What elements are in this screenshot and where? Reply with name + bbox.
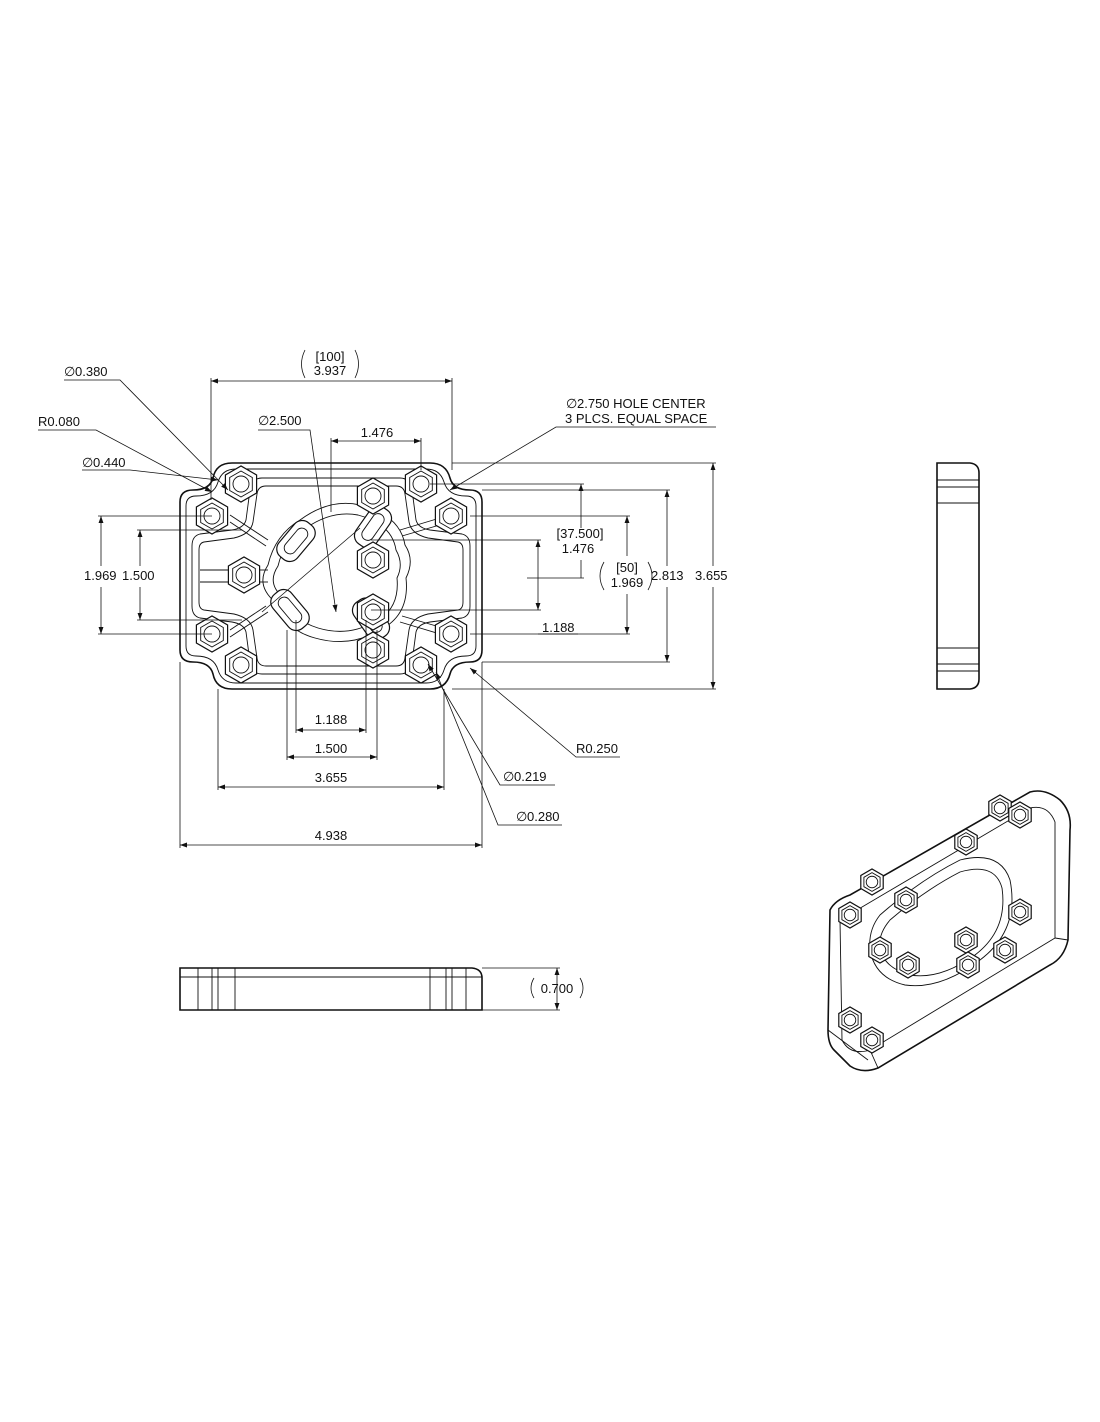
dim-bottom-4938: 4.938 [315, 828, 348, 843]
bolt-hole [901, 958, 915, 972]
dim-bottom-1188: 1.188 [315, 712, 348, 727]
bolt-hole [442, 625, 460, 643]
bolt-hole [1013, 905, 1027, 919]
front-view: 0.700 [179, 967, 584, 1011]
dim-left-1500: 1.500 [122, 568, 155, 583]
dim-top-1476: 1.476 [361, 425, 394, 440]
bolt-hole [232, 475, 250, 493]
bolt-hole [865, 1033, 879, 1047]
dim-hole-center-line2: 3 PLCS. EQUAL SPACE [565, 411, 708, 426]
dim-r-0250: R0.250 [576, 741, 618, 756]
top-view [179, 462, 483, 690]
dim-thickness: 0.700 [541, 981, 574, 996]
hex-bosses [195, 465, 468, 684]
diameter-symbol: ∅ [503, 769, 514, 784]
diameter-symbol: ∅ [82, 455, 93, 470]
bolt-hole [873, 943, 887, 957]
dim-bottom-3655: 3.655 [315, 770, 348, 785]
dim-right-2813: 2.813 [651, 568, 684, 583]
dim-dia-2500: 2.500 [269, 413, 302, 428]
bolt-hole [865, 875, 879, 889]
bolt-hole [364, 641, 382, 659]
diameter-symbol: ∅ [64, 364, 75, 379]
dim-top-width-in: 3.937 [314, 363, 347, 378]
dim-dia-0280: 0.280 [527, 809, 560, 824]
diameter-symbol: ∅ [566, 396, 577, 411]
dim-hole-center-line1: 2.750 HOLE CENTER [577, 396, 706, 411]
plate-outline [179, 462, 483, 690]
bolt-hole [235, 566, 253, 584]
dim-dia-0219: 0.219 [514, 769, 547, 784]
bolt-hole [961, 958, 975, 972]
bolt-hole [899, 893, 913, 907]
dim-r-0080: R0.080 [38, 414, 80, 429]
dim-right-50: [50] [616, 560, 638, 575]
inner-pocket [191, 477, 471, 675]
bolt-hole [442, 507, 460, 525]
bolt-hole [843, 1013, 857, 1027]
bolt-hole [364, 603, 382, 621]
diameter-symbol: ∅ [258, 413, 269, 428]
dim-dia-0440: 0.440 [93, 455, 126, 470]
bolt-hole [364, 487, 382, 505]
iso-hex-bosses [838, 794, 1032, 1054]
bolt-hole [364, 551, 382, 569]
side-view [936, 462, 980, 690]
dim-left-1969: 1.969 [84, 568, 117, 583]
diameter-symbol: ∅ [516, 809, 527, 824]
bolt-hole [232, 656, 250, 674]
isometric-view [827, 790, 1072, 1072]
dim-top-width-mm: [100] [316, 349, 345, 364]
bolt-hole [1013, 808, 1027, 822]
bolt-hole [843, 908, 857, 922]
dim-right-1476: 1.476 [562, 541, 595, 556]
bolt-hole [959, 835, 973, 849]
dim-right-3655: 3.655 [695, 568, 728, 583]
bolt-hole [412, 475, 430, 493]
dimension-labels: [100] 3.937 ∅ 0.380 R0.080 ∅ 0.440 ∅ 2.5… [38, 349, 728, 843]
dim-right-1188: 1.188 [542, 620, 575, 635]
dim-right-1969: 1.969 [611, 575, 644, 590]
dimension-lines [38, 378, 716, 848]
dim-right-37500: [37.500] [557, 526, 604, 541]
bolt-hole [993, 801, 1007, 815]
dim-dia-0380: 0.380 [75, 364, 108, 379]
dim-bottom-1500: 1.500 [315, 741, 348, 756]
bolt-hole [998, 943, 1012, 957]
bolt-hole [959, 933, 973, 947]
